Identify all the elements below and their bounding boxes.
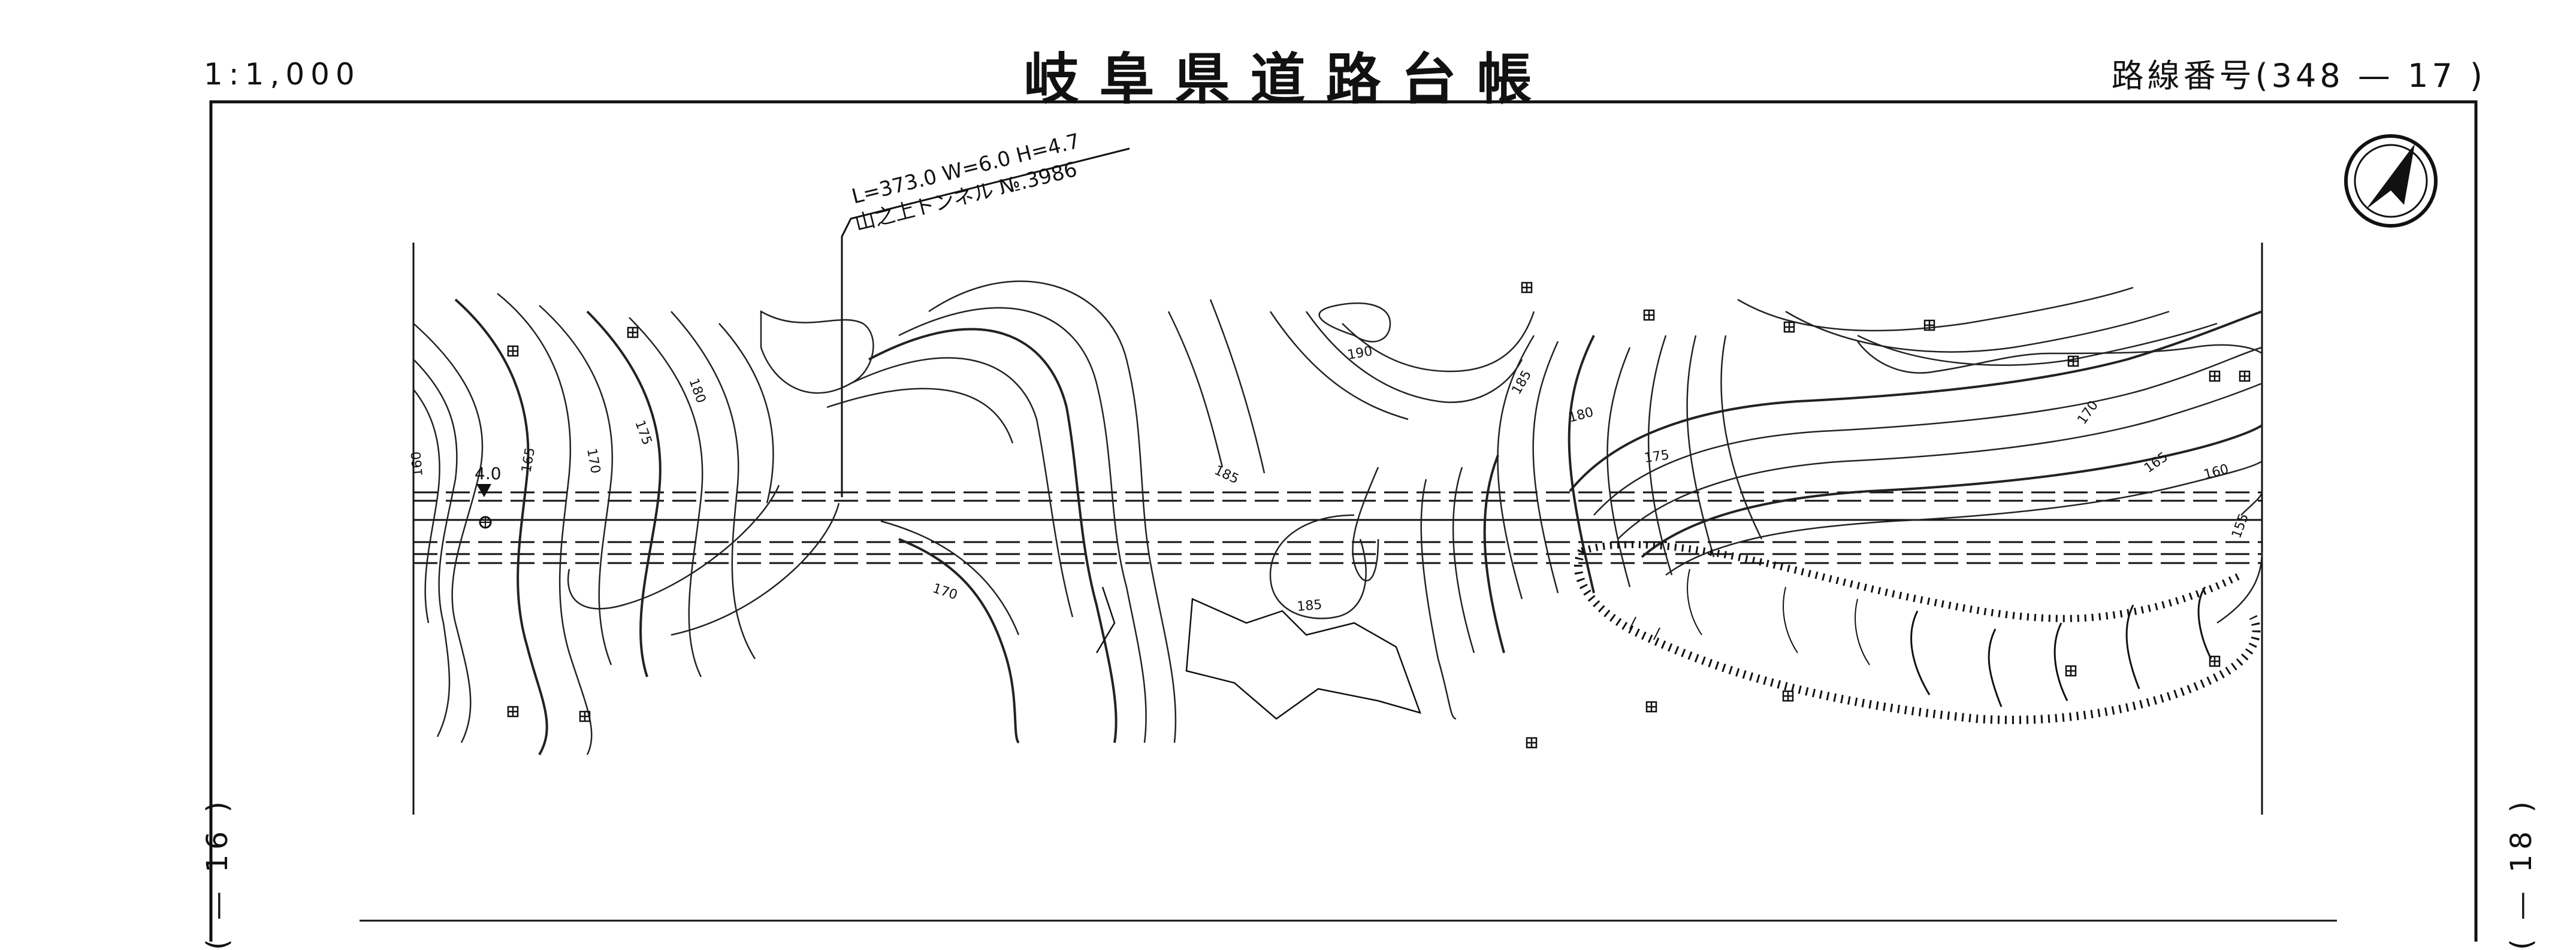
tunnel-leader <box>841 147 1130 497</box>
route-number: 路線番号(348 — 17 ) <box>2111 57 2486 95</box>
slope-area <box>1574 541 2261 724</box>
map-frame <box>209 100 2478 942</box>
contour-label: 160 <box>2202 462 2230 483</box>
contour-label: 160 <box>409 451 426 477</box>
contour-label: 185 <box>1296 597 1322 615</box>
north-arrow-icon <box>2344 134 2438 228</box>
control-point-icon <box>507 282 2251 749</box>
contour-label: 180 <box>685 377 708 406</box>
road-alignment <box>413 491 2262 564</box>
contour-label: 170 <box>584 447 603 475</box>
contour-lines <box>413 280 2263 756</box>
contour-label: 165 <box>519 446 538 474</box>
bench-mark-icon <box>476 484 492 529</box>
contour-label: 190 <box>1346 344 1374 363</box>
contour-labels: 160 165 170 175 180 185 190 185 185 180 … <box>409 344 2252 615</box>
bench-mark-label: 4.0 <box>475 464 502 483</box>
contour-label: 175 <box>632 419 654 447</box>
contour-label: 170 <box>931 581 959 603</box>
map-scale: 1:1,000 <box>204 57 361 92</box>
contour-label: 165 <box>2142 449 2171 476</box>
contour-label: 175 <box>1643 447 1670 466</box>
contour-label: 185 <box>1212 463 1241 487</box>
contour-label: 170 <box>2074 398 2101 428</box>
contour-label: 155 <box>2229 512 2252 540</box>
land-parcels <box>1095 586 1422 720</box>
